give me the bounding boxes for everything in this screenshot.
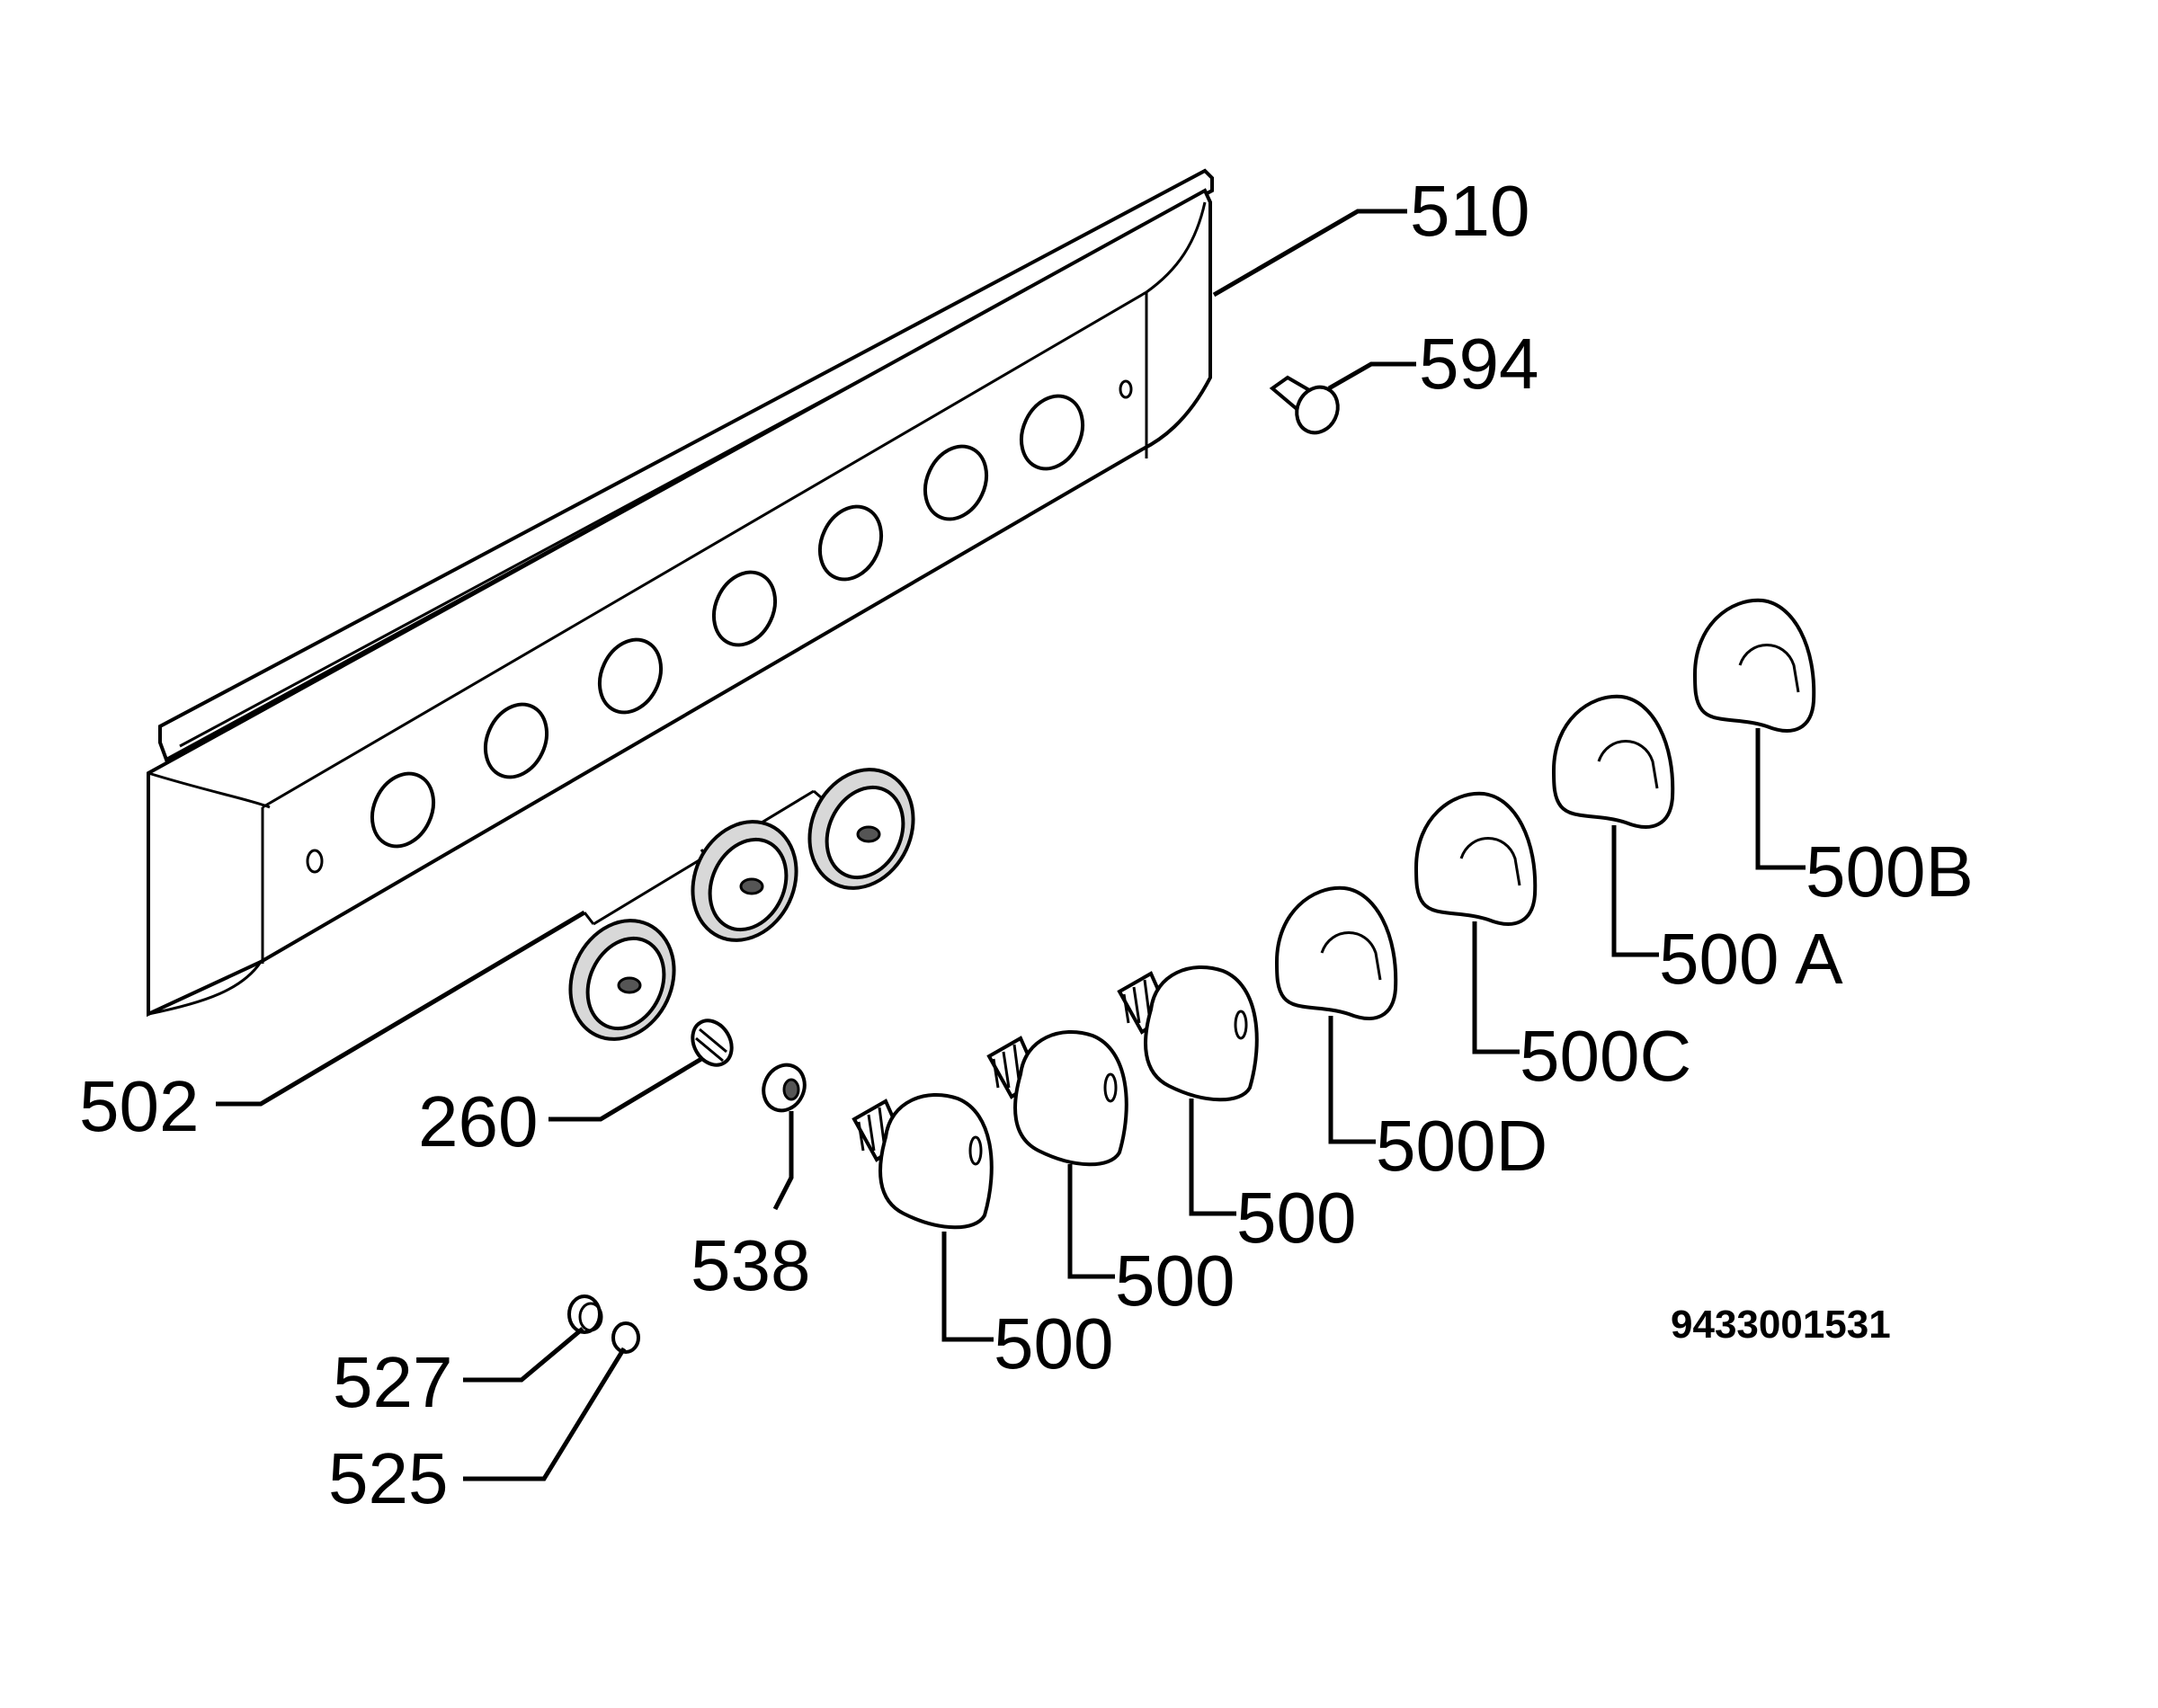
leader-500A xyxy=(1611,825,1659,957)
leader-527 xyxy=(463,1327,584,1383)
knob-bezels xyxy=(568,768,915,1041)
knob-500B xyxy=(1692,598,1816,733)
knob-500A xyxy=(1551,694,1675,829)
small-bush-527 xyxy=(567,1294,603,1334)
knob-500C xyxy=(1413,791,1538,926)
knob-500-1 xyxy=(852,1093,994,1230)
callout-510: 510 xyxy=(1410,171,1529,251)
leader-500D xyxy=(1328,1016,1376,1144)
callout-260: 260 xyxy=(418,1081,538,1161)
leader-500C xyxy=(1472,921,1520,1054)
spring xyxy=(691,1019,734,1067)
callout-525: 525 xyxy=(328,1438,448,1518)
leader-510 xyxy=(1212,209,1407,298)
callout-500A: 500 A xyxy=(1659,919,1843,999)
control-panel xyxy=(147,168,1214,1018)
leader-594 xyxy=(1327,361,1416,391)
callout-500-1: 500 xyxy=(994,1303,1113,1383)
leader-500-1 xyxy=(941,1232,994,1342)
callout-500-2: 500 xyxy=(1115,1241,1235,1321)
knob-500-2 xyxy=(986,1030,1128,1167)
callout-594: 594 xyxy=(1419,324,1538,404)
leader-500-3 xyxy=(1189,1099,1236,1216)
callout-502: 502 xyxy=(79,1066,199,1146)
callout-527: 527 xyxy=(333,1342,452,1422)
leader-260 xyxy=(548,1056,703,1122)
leader-525 xyxy=(463,1347,627,1481)
knob-500-3 xyxy=(1117,965,1259,1102)
drawing-number: 9433001531 xyxy=(1671,1303,1891,1347)
leader-538 xyxy=(772,1111,794,1211)
leader-500B xyxy=(1755,728,1806,870)
callout-500D: 500D xyxy=(1376,1106,1547,1186)
bush xyxy=(762,1063,807,1113)
indicator-lamp xyxy=(1269,375,1340,435)
callout-500-3: 500 xyxy=(1236,1178,1356,1258)
leader-500-2 xyxy=(1067,1164,1115,1279)
panel-knob-holes xyxy=(370,394,1085,849)
leader-502 xyxy=(216,910,586,1107)
callout-500C: 500C xyxy=(1520,1016,1691,1096)
callout-538: 538 xyxy=(691,1225,810,1305)
small-cap-525 xyxy=(611,1321,640,1354)
callout-500B: 500B xyxy=(1806,832,1974,912)
knob-500D xyxy=(1274,885,1398,1020)
